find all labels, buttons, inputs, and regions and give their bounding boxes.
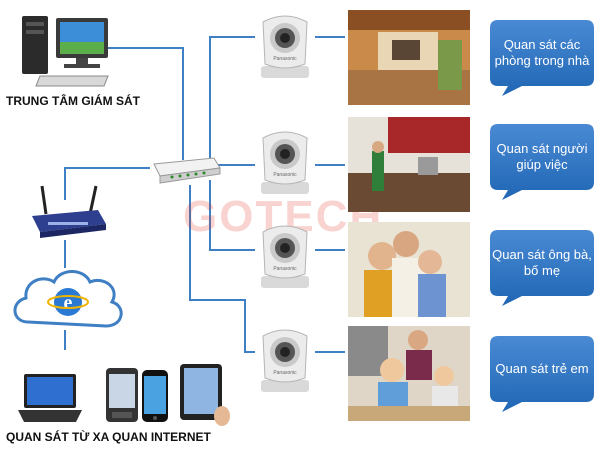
callout-bubble-shape: [490, 20, 594, 96]
callout-bubble-shape: [490, 230, 594, 306]
camera-brand: Panasonic: [273, 172, 297, 178]
ip-camera-icon: Panasonic: [261, 131, 309, 194]
living-room-photo: [348, 10, 470, 105]
callout-bubble-shape: [490, 124, 594, 200]
camera-brand: Panasonic: [273, 266, 297, 272]
callout-text: Quan sát người giúp việc: [496, 141, 588, 172]
camera-brand: Panasonic: [273, 56, 297, 62]
callout-bubble-rooms: Quan sát các phòng trong nhà: [488, 18, 596, 96]
ip-camera-icon: Panasonic: [261, 15, 309, 78]
callout-bubble-shape: [490, 336, 594, 412]
remote-internet-label: QUAN SÁT TỪ XA QUAN INTERNET: [6, 430, 211, 444]
smartphone-icon: [106, 368, 138, 422]
ip-camera-icon: Panasonic: [261, 225, 309, 288]
internet-cloud-icon: e: [13, 270, 123, 328]
camera-brand: Panasonic: [273, 370, 297, 376]
children-photo: [348, 326, 470, 421]
desktop-computer-icon: [22, 16, 109, 87]
callout-bubble-children: Quan sát trẻ em: [488, 334, 596, 412]
callout-text: Quan sát trẻ em: [495, 361, 589, 376]
callout-bubble-grandparents: Quan sát ông bà, bố mẹ: [488, 228, 596, 306]
network-switch-icon: [153, 157, 221, 184]
wifi-router-icon: [32, 185, 106, 238]
ip-camera-icon: Panasonic: [261, 329, 309, 392]
kitchen-photo: [348, 117, 470, 212]
smartphone-icon: [142, 370, 168, 422]
callout-text: Quan sát các phòng trong nhà: [494, 37, 590, 68]
callout-bubble-helper: Quan sát người giúp việc: [488, 122, 596, 200]
svg-text:e: e: [64, 292, 73, 314]
laptop-icon: [18, 374, 82, 422]
monitoring-center-label: TRUNG TÂM GIÁM SÁT: [6, 94, 140, 108]
tablet-icon: [180, 364, 230, 426]
callout-text: Quan sát ông bà, bố mẹ: [492, 247, 592, 278]
grandparents-photo: [348, 222, 470, 317]
